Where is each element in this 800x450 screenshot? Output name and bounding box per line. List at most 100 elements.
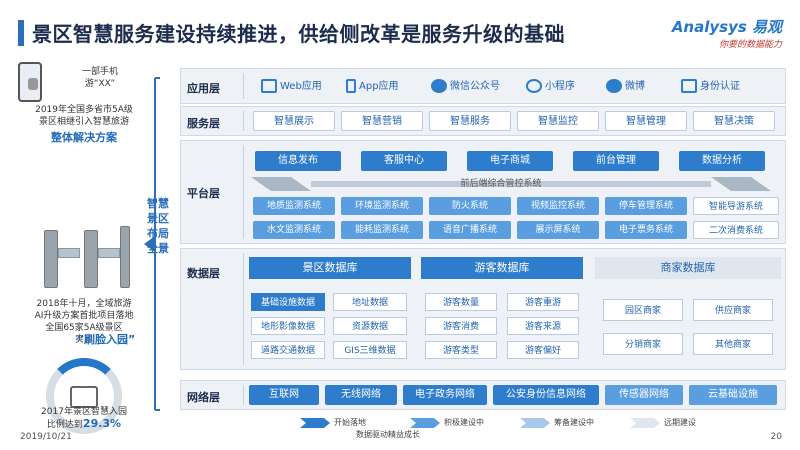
service-item[interactable]: 智慧服务 <box>429 111 511 131</box>
scenic-db-item[interactable]: 基础设施数据 <box>251 293 325 311</box>
scenic-db-item[interactable]: GIS三维数据 <box>333 341 407 359</box>
turnstile-gate-icon <box>34 226 134 290</box>
app-item-id[interactable]: 身份认证 <box>681 77 740 97</box>
merchant-db-item[interactable]: 园区商家 <box>603 299 683 321</box>
tourist-db-title[interactable]: 游客数据库 <box>421 257 583 279</box>
scenic-db-item[interactable]: 道路交通数据 <box>251 341 325 359</box>
platform-system[interactable]: 防火系统 <box>429 197 511 215</box>
footer-date: 2019/10/21 <box>20 432 72 442</box>
platform-top-item[interactable]: 客服中心 <box>361 151 447 171</box>
platform-layer-label: 平台层 <box>187 187 220 200</box>
scenic-db-item[interactable]: 地址数据 <box>333 293 407 311</box>
miniprogram-icon <box>526 79 542 93</box>
left-block-2-highlight: “刷脸入园” <box>76 333 136 346</box>
layout-bracket <box>144 74 160 414</box>
scenic-db-title[interactable]: 景区数据库 <box>249 257 411 279</box>
platform-system[interactable]: 能耗监测系统 <box>341 221 423 239</box>
legend-label: 远期建设 <box>664 418 696 427</box>
legend-swatch-2 <box>520 418 550 428</box>
platform-system[interactable]: 环境监测系统 <box>341 197 423 215</box>
app-item-wechat[interactable]: 微信公众号 <box>431 77 500 97</box>
network-item[interactable]: 无线网络 <box>325 385 397 405</box>
platform-system[interactable]: 电子票务系统 <box>605 221 687 239</box>
network-item[interactable]: 公安身份信息网络 <box>493 385 599 405</box>
left-block-1-text: 2019年全国多省市5A级 景区相继引入智慧旅游 <box>35 105 133 127</box>
app-item-weibo[interactable]: 微博 <box>606 77 645 97</box>
service-item[interactable]: 智慧决策 <box>693 111 775 131</box>
app-item-label: App应用 <box>359 81 399 92</box>
tourist-db-item[interactable]: 游客消费 <box>425 317 497 335</box>
app-layer-label: 应用层 <box>187 82 220 95</box>
app-item-label: 微信公众号 <box>450 81 500 92</box>
platform-mid-arrow <box>251 177 771 191</box>
logo-main-text: Analysys 易观 <box>671 18 782 36</box>
scenic-db-item[interactable]: 资源数据 <box>333 317 407 335</box>
web-icon <box>261 79 277 93</box>
service-item[interactable]: 智慧管理 <box>605 111 687 131</box>
merchant-db-item[interactable]: 分销商家 <box>603 333 683 355</box>
title-accent-bar <box>18 20 24 46</box>
platform-system[interactable]: 智能导游系统 <box>693 197 779 215</box>
tourist-db-item[interactable]: 游客来源 <box>507 317 579 335</box>
left-block-3-text: 2017年景区智慧入园 比例达到29.3% <box>14 394 154 431</box>
merchant-db-title[interactable]: 商家数据库 <box>595 257 781 279</box>
app-item-web[interactable]: Web应用 <box>261 77 322 97</box>
merchant-db-item[interactable]: 其他商家 <box>693 333 773 355</box>
legend-swatch-1 <box>410 418 440 428</box>
left-block-3-label: 2017年景区智慧入园 比例达到 <box>41 407 127 430</box>
platform-system[interactable]: 地质监测系统 <box>253 197 335 215</box>
platform-top-item[interactable]: 电子商城 <box>467 151 553 171</box>
app-item-label: 身份认证 <box>700 81 740 92</box>
network-layer: 网络层 互联网 无线网络 电子政务网络 公安身份信息网络 传感器网络 云基础设施 <box>180 380 786 410</box>
service-item[interactable]: 智慧营销 <box>341 111 423 131</box>
app-item-label: 小程序 <box>545 81 575 92</box>
legend: 开始落地 积极建设中 筹备建设中 远期建设 <box>300 416 780 430</box>
legend-label: 积极建设中 <box>444 418 484 427</box>
platform-system[interactable]: 二次消费系统 <box>693 221 779 239</box>
platform-mid-label: 前后端综合管控系统 <box>460 179 542 189</box>
network-item[interactable]: 互联网 <box>249 385 319 405</box>
app-icon <box>346 79 356 93</box>
legend-label: 开始落地 <box>334 418 366 427</box>
legend-subtitle: 数据驱动精益成长 <box>356 430 420 439</box>
data-layer: 数据层 景区数据库 基础设施数据 地址数据 地形影像数据 资源数据 道路交通数据… <box>180 248 786 370</box>
tourist-db-item[interactable]: 游客类型 <box>425 341 497 359</box>
tourist-db-item[interactable]: 游客偏好 <box>507 341 579 359</box>
brand-logo: Analysys 易观 你要的数据能力 <box>672 16 782 50</box>
app-item-miniprogram[interactable]: 小程序 <box>526 77 575 97</box>
platform-top-item[interactable]: 前台管理 <box>573 151 659 171</box>
tourist-db-item[interactable]: 游客重游 <box>507 293 579 311</box>
platform-layer: 平台层 信息发布 客服中心 电子商城 前台管理 数据分析 前后端综合管控系统 地… <box>180 140 786 244</box>
phone-caption: 一部手机 游“XX” <box>81 67 118 89</box>
service-layer: 服务层 智慧展示 智慧营销 智慧服务 智慧监控 智慧管理 智慧决策 <box>180 106 786 136</box>
app-layer: 应用层 Web应用 App应用 微信公众号 小程序 微博 身份认证 <box>180 68 786 104</box>
left-block-2-text: 2018年十月，全域旅游 AI升级方案首批项目落地 全国65家5A级景区 实现 <box>34 299 134 345</box>
page-number: 20 <box>770 432 782 442</box>
network-item[interactable]: 电子政务网络 <box>403 385 487 405</box>
platform-system[interactable]: 水文监测系统 <box>253 221 335 239</box>
legend-label: 筹备建设中 <box>554 418 594 427</box>
tourist-db-item[interactable]: 游客数量 <box>425 293 497 311</box>
platform-system[interactable]: 停车管理系统 <box>605 197 687 215</box>
platform-top-item[interactable]: 数据分析 <box>679 151 765 171</box>
platform-system[interactable]: 展示屏系统 <box>517 221 599 239</box>
bracket-caption: 智慧景区布局全景 <box>147 197 169 255</box>
service-item[interactable]: 智慧监控 <box>517 111 599 131</box>
data-layer-label: 数据层 <box>187 267 220 280</box>
wechat-icon <box>431 79 447 93</box>
platform-system[interactable]: 语音广播系统 <box>429 221 511 239</box>
page-title: 景区智慧服务建设持续推进，供给侧改革是服务升级的基础 <box>32 22 565 46</box>
scenic-db-item[interactable]: 地形影像数据 <box>251 317 325 335</box>
platform-system[interactable]: 视频监控系统 <box>517 197 599 215</box>
left-column: 一部手机 游“XX” 2019年全国多省市5A级 景区相继引入智慧旅游 整体解决… <box>14 58 154 434</box>
merchant-db-item[interactable]: 供应商家 <box>693 299 773 321</box>
app-item-app[interactable]: App应用 <box>346 77 399 97</box>
id-card-icon <box>681 79 697 93</box>
phone-icon <box>18 62 42 102</box>
left-block-1-highlight: 整体解决方案 <box>51 131 117 144</box>
network-item[interactable]: 云基础设施 <box>689 385 777 405</box>
service-item[interactable]: 智慧展示 <box>253 111 335 131</box>
platform-top-item[interactable]: 信息发布 <box>255 151 341 171</box>
network-item[interactable]: 传感器网络 <box>605 385 683 405</box>
